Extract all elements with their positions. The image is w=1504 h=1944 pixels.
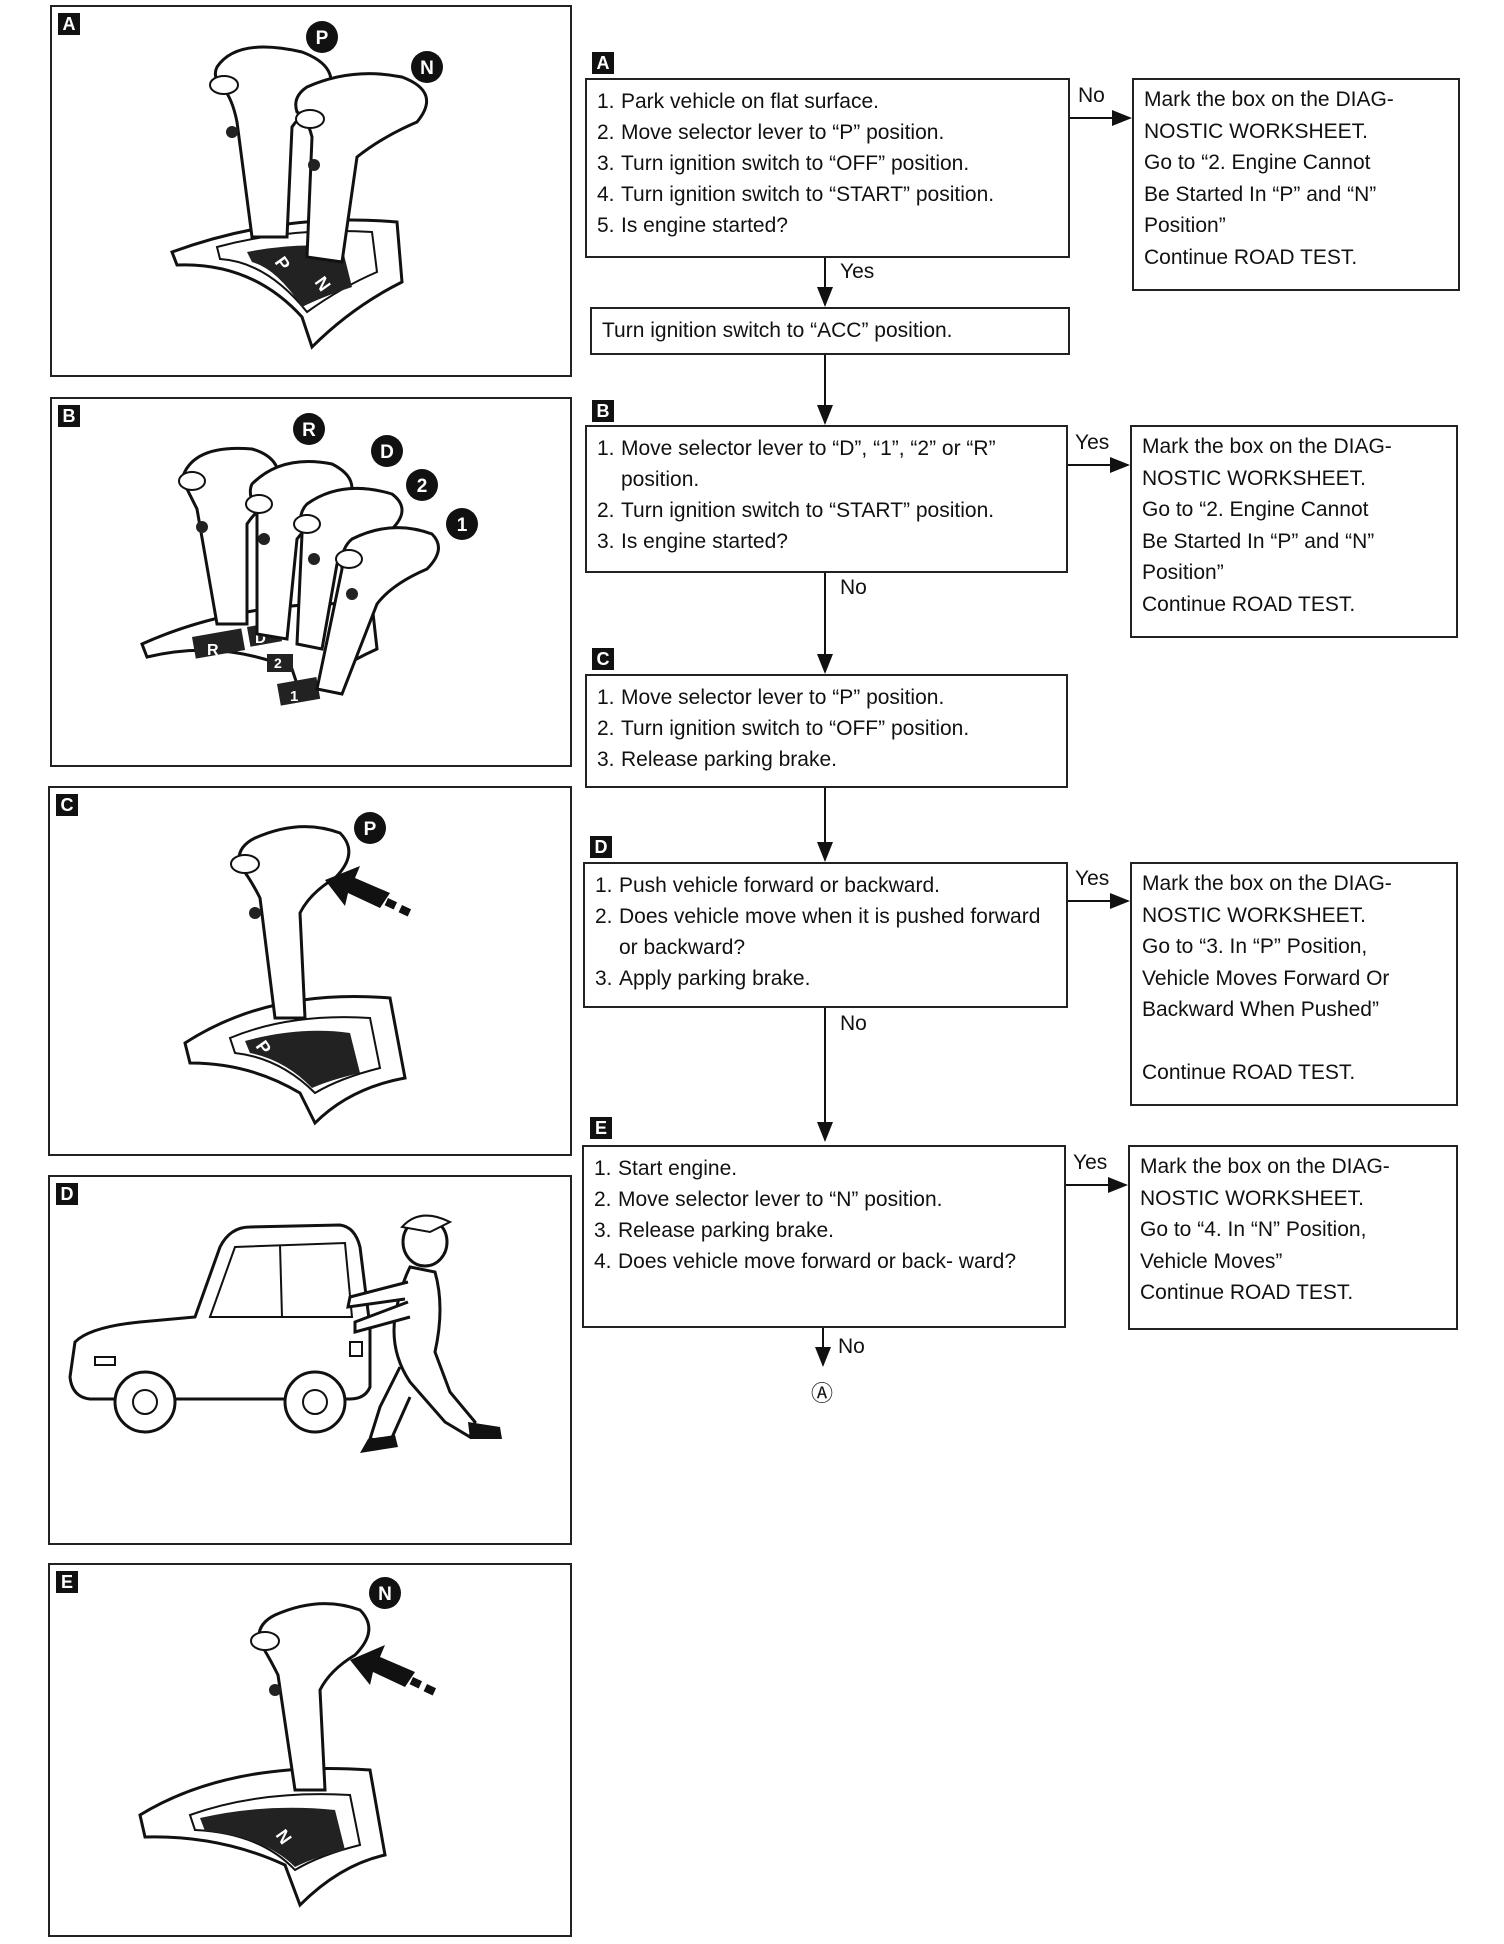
- step-e-result-note: Mark the box on the DIAG- NOSTIC WORKSHE…: [1128, 1145, 1458, 1330]
- step-a-result-note: Mark the box on the DIAG- NOSTIC WORKSHE…: [1132, 78, 1460, 291]
- step-a-item-3: Turn ignition switch to “OFF” position.: [621, 152, 970, 175]
- note-d-line-3: Go to “3. In “P” Position,: [1142, 935, 1368, 958]
- continuation-connector-a: Ⓐ: [811, 1381, 834, 1406]
- note-d-line-4: Vehicle Moves Forward Or: [1142, 966, 1390, 990]
- step-a-item-5: Is engine started?: [621, 214, 788, 237]
- step-a-item-4: Turn ignition switch to “START” position…: [621, 183, 995, 206]
- note-b-line-5: Position”: [1142, 561, 1224, 584]
- note-b-line-3: Go to “2. Engine Cannot: [1142, 498, 1369, 521]
- step-c-item-2: Turn ignition switch to “OFF” position.: [621, 717, 970, 740]
- illustration-panel-b: B R D 2 1 R D 2 1: [50, 397, 572, 767]
- step-b-no-label: No: [840, 576, 867, 599]
- step-c-item-1: Move selector lever to “P” position.: [621, 686, 945, 709]
- panel-tag-b: B: [58, 405, 80, 427]
- step-tag-b: B: [592, 400, 614, 422]
- note-d-line-5: Backward When Pushed”: [1142, 998, 1379, 1021]
- step-d-result-note: Mark the box on the DIAG- NOSTIC WORKSHE…: [1130, 862, 1458, 1106]
- acc-step-box: Turn ignition switch to “ACC” position.: [590, 307, 1070, 355]
- illustration-panel-c: C P P: [48, 786, 572, 1156]
- note-a-line-2: NOSTIC WORKSHEET.: [1144, 119, 1369, 143]
- step-a-no-label: No: [1078, 84, 1105, 107]
- position-n-label: N: [420, 58, 434, 79]
- note-e-line-3: Go to “4. In “N” Position,: [1140, 1218, 1367, 1241]
- step-c-box: 1.Move selector lever to “P” position. 2…: [585, 674, 1068, 788]
- note-d-line-2: NOSTIC WORKSHEET.: [1142, 903, 1367, 927]
- note-b-line-1: Mark the box on the DIAG-: [1142, 435, 1392, 458]
- note-b-line-6: Continue ROAD TEST.: [1142, 592, 1356, 616]
- position-n-label-e: N: [378, 1584, 392, 1605]
- note-a-line-6: Continue ROAD TEST.: [1144, 245, 1358, 269]
- panel-tag-a: A: [58, 13, 80, 35]
- note-e-line-5: Continue ROAD TEST.: [1140, 1281, 1354, 1304]
- panel-tag-c: C: [56, 794, 78, 816]
- note-b-line-4: Be Started In “P” and “N”: [1142, 529, 1375, 553]
- step-b-item-3: Is engine started?: [621, 530, 788, 553]
- step-a-item-2: Move selector lever to “P” position.: [621, 121, 945, 144]
- step-tag-d: D: [590, 836, 612, 858]
- note-a-line-3: Go to “2. Engine Cannot: [1144, 151, 1371, 174]
- note-d-line-1: Mark the box on the DIAG-: [1142, 872, 1392, 895]
- position-p-label-c: P: [364, 819, 377, 840]
- acc-step-text: Turn ignition switch to “ACC” position.: [602, 319, 953, 342]
- position-p-label: P: [316, 28, 329, 49]
- step-e-item-1: Start engine.: [618, 1157, 738, 1180]
- step-e-yes-label: Yes: [1073, 1151, 1108, 1174]
- step-a-box: 1.Park vehicle on flat surface. 2.Move s…: [585, 78, 1070, 258]
- step-b-box: 1.Move selector lever to “D”, “1”, “2” o…: [585, 425, 1068, 573]
- note-e-line-4: Vehicle Moves”: [1140, 1249, 1283, 1273]
- step-d-item-3: Apply parking brake.: [619, 967, 811, 990]
- gate-label-1: 1: [290, 688, 298, 705]
- panel-tag-d: D: [56, 1183, 78, 1205]
- step-e-item-2: Move selector lever to “N” position.: [618, 1188, 943, 1211]
- note-a-line-1: Mark the box on the DIAG-: [1144, 88, 1394, 111]
- step-b-item-2: Turn ignition switch to “START” position…: [621, 499, 995, 522]
- step-b-result-note: Mark the box on the DIAG- NOSTIC WORKSHE…: [1130, 425, 1458, 638]
- position-d-label: D: [380, 442, 394, 463]
- selector-lever-neutral-push-illustration: N N: [138, 1577, 437, 1908]
- step-e-item-4: Does vehicle move forward or back- ward?: [618, 1250, 1016, 1273]
- step-b-item-1: Move selector lever to “D”, “1”, “2” or …: [621, 437, 996, 491]
- panel-tag-e: E: [56, 1571, 78, 1593]
- selector-lever-p-n-illustration: P N P N: [170, 21, 443, 350]
- note-b-line-2: NOSTIC WORKSHEET.: [1142, 466, 1367, 490]
- position-2-label: 2: [417, 476, 428, 497]
- step-d-no-label: No: [840, 1012, 867, 1035]
- note-a-line-4: Be Started In “P” and “N”: [1144, 182, 1377, 206]
- step-tag-a: A: [592, 52, 614, 74]
- step-a-item-1: Park vehicle on flat surface.: [621, 90, 879, 113]
- position-1-label: 1: [457, 515, 468, 536]
- step-tag-c: C: [592, 648, 614, 670]
- position-r-label: R: [302, 420, 316, 441]
- note-d-line-6: [1142, 1026, 1446, 1057]
- step-d-yes-label: Yes: [1075, 867, 1110, 890]
- note-e-line-1: Mark the box on the DIAG-: [1140, 1155, 1390, 1178]
- step-b-yes-label: Yes: [1075, 431, 1110, 454]
- gate-label-d: D: [255, 630, 266, 647]
- illustration-panel-e: E N N: [48, 1563, 572, 1937]
- selector-lever-park-push-illustration: P P: [183, 812, 412, 1126]
- step-e-item-3: Release parking brake.: [618, 1219, 834, 1242]
- note-e-line-2: NOSTIC WORKSHEET.: [1140, 1186, 1365, 1210]
- gate-label-r: R: [207, 642, 219, 659]
- note-d-line-7: Continue ROAD TEST.: [1142, 1060, 1356, 1084]
- gate-label-2: 2: [274, 655, 282, 671]
- person-pushing-car-illustration: [68, 1214, 502, 1453]
- step-d-item-2: Does vehicle move when it is pushed forw…: [619, 905, 1041, 959]
- step-c-item-3: Release parking brake.: [621, 748, 837, 771]
- step-tag-e: E: [590, 1117, 612, 1139]
- note-a-line-5: Position”: [1144, 214, 1226, 237]
- illustration-panel-a: A P N P N: [50, 5, 572, 377]
- step-e-box: 1.Start engine. 2.Move selector lever to…: [582, 1145, 1066, 1328]
- step-d-box: 1.Push vehicle forward or backward. 2.Do…: [583, 862, 1068, 1008]
- position-n-badge: [411, 51, 443, 83]
- step-d-item-1: Push vehicle forward or backward.: [619, 874, 940, 897]
- selector-lever-r-d-2-1-illustration: R D 2 1 R D 2 1: [140, 413, 478, 706]
- position-p-badge: [306, 21, 338, 53]
- step-a-yes-label: Yes: [840, 260, 875, 283]
- step-e-no-label: No: [838, 1335, 865, 1358]
- illustration-panel-d: D: [48, 1175, 572, 1545]
